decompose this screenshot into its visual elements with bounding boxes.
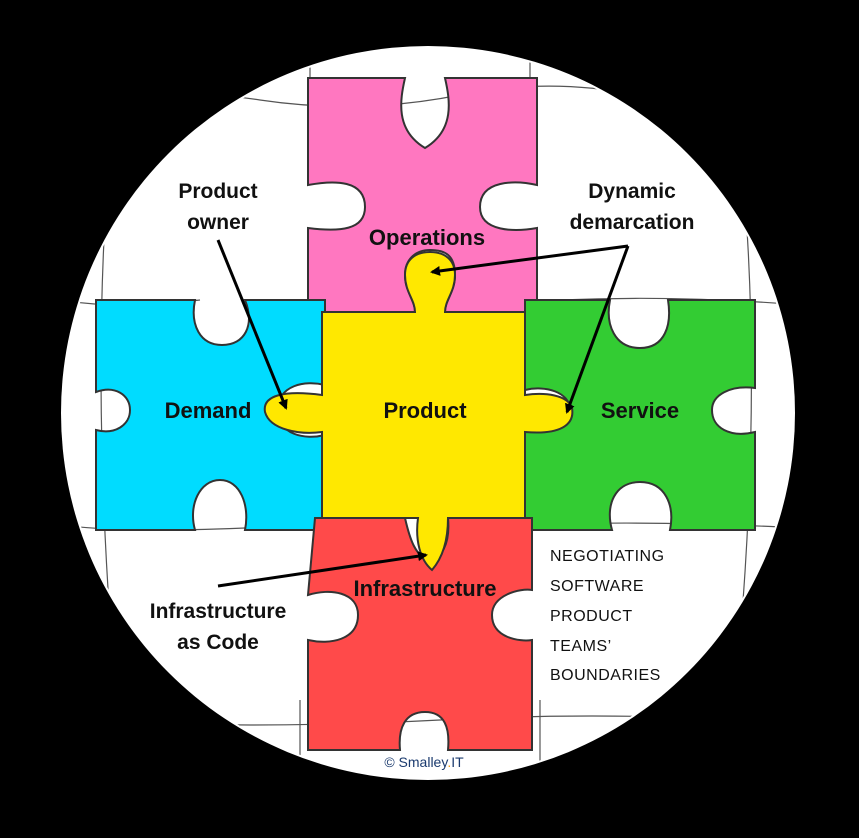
product-owner-callout-line2: owner xyxy=(187,211,249,234)
demand-label: Demand xyxy=(165,398,252,423)
product-piece xyxy=(263,250,574,572)
service-label: Service xyxy=(601,398,679,423)
sidenote-line: PRODUCT xyxy=(550,608,633,625)
sidenote-line: BOUNDARIES xyxy=(550,667,661,684)
arrow-dynamic-demarcation-operations xyxy=(430,244,629,276)
copyright-notice: © Smalley.IT xyxy=(384,754,464,770)
operations-label: Operations xyxy=(369,225,485,250)
copyright-symbol: © xyxy=(384,754,395,770)
product-label: Product xyxy=(383,398,467,423)
infrastructure-label: Infrastructure xyxy=(353,576,496,601)
arrow-dynamic-demarcation-service xyxy=(565,245,630,414)
copyright-suffix: IT xyxy=(451,754,464,770)
sidenote-line: TEAMS’ xyxy=(550,638,612,655)
arrow-product-owner xyxy=(216,239,288,410)
copyright-name: Smalley xyxy=(399,754,449,770)
product-owner-callout-line1: Product xyxy=(178,180,257,203)
sidenote-line: SOFTWARE xyxy=(550,578,644,595)
arrow-infrastructure-as-code xyxy=(217,551,428,588)
callout-arrows xyxy=(216,239,630,588)
sidenote-block: NEGOTIATING SOFTWARE PRODUCT TEAMS’ BOUN… xyxy=(550,548,665,684)
copyright-dot: . xyxy=(447,754,451,770)
infrastructure-as-code-callout-line2: as Code xyxy=(177,631,259,654)
sidenote-line: NEGOTIATING xyxy=(550,548,665,565)
dynamic-demarcation-callout-line2: demarcation xyxy=(570,211,695,234)
dynamic-demarcation-callout-line1: Dynamic xyxy=(588,180,676,203)
infrastructure-as-code-callout-line1: Infrastructure xyxy=(150,600,287,623)
